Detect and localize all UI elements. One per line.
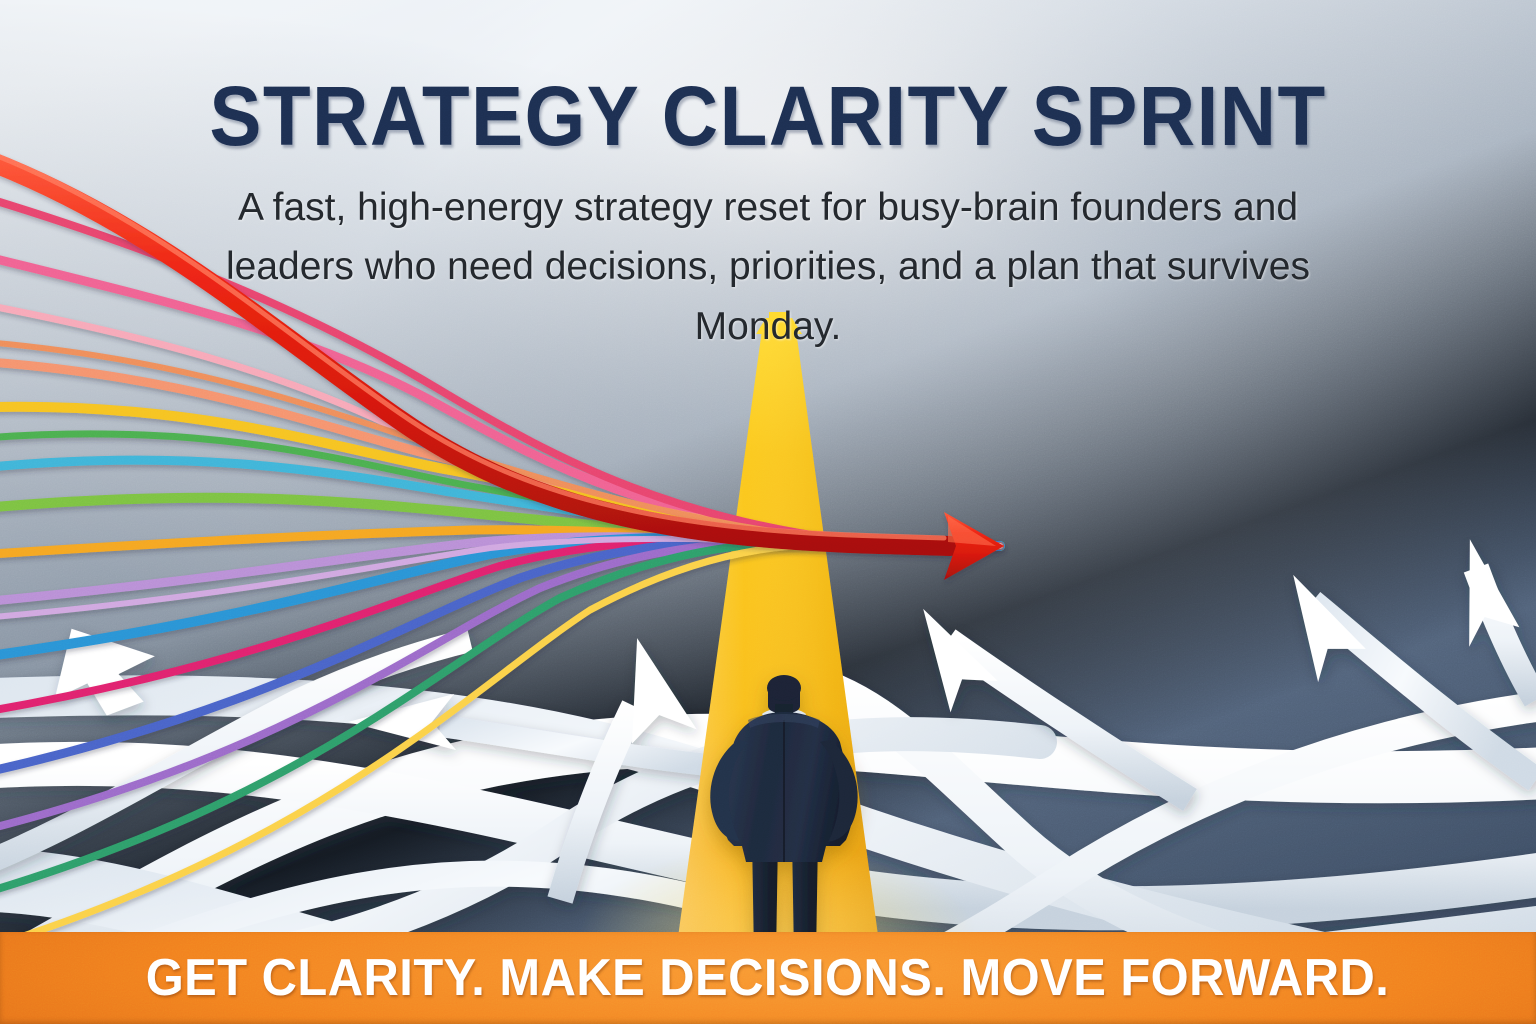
footer-banner: GET CLARITY. MAKE DECISIONS. MOVE FORWAR… <box>0 932 1536 1024</box>
footer-tagline: GET CLARITY. MAKE DECISIONS. MOVE FORWAR… <box>146 949 1390 1007</box>
tangled-ribbons <box>0 197 1005 948</box>
